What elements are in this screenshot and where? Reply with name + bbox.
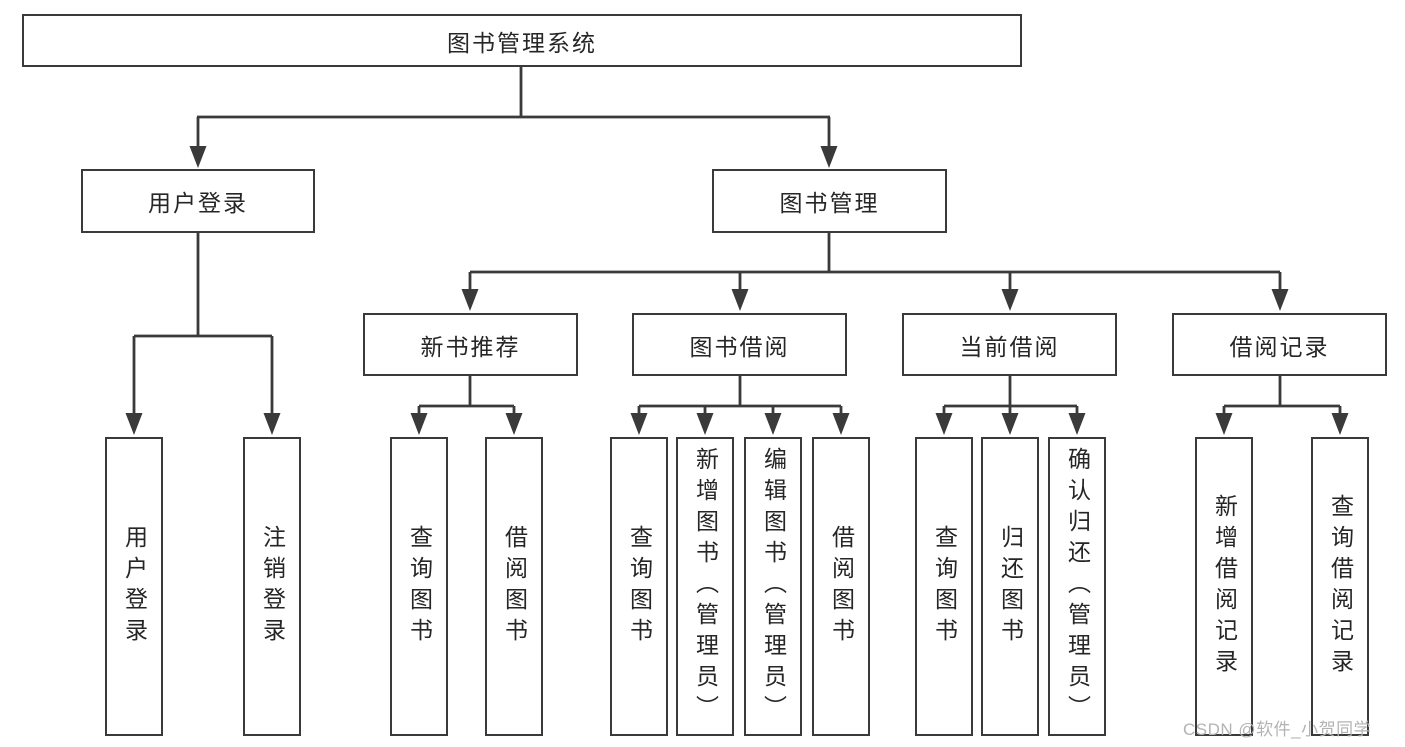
arrowhead-icon	[935, 413, 953, 435]
arrowhead-icon	[263, 413, 281, 435]
node-user-login-label: 用户登录	[148, 190, 248, 216]
arrowhead-icon	[1331, 413, 1349, 435]
node-book-borrowing: 图书借阅	[632, 313, 847, 376]
connector-book-management	[461, 233, 1289, 311]
node-book-management: 图书管理	[712, 169, 947, 233]
leaf-query-borrow-record: 查询借阅记录	[1311, 437, 1369, 736]
arrowhead-icon	[764, 413, 782, 435]
connector-borrowing-records	[1215, 376, 1349, 435]
connector-user-login-lines	[132, 233, 274, 418]
connector-book-borrowing	[630, 376, 850, 435]
leaf-logout-label: 注销登录	[259, 524, 286, 649]
node-user-login: 用户登录	[81, 169, 315, 233]
node-root-label: 图书管理系统	[447, 29, 597, 56]
leaf-logout: 注销登录	[243, 437, 301, 736]
node-new-book-recommend: 新书推荐	[363, 313, 578, 376]
leaf-borrow-books-borrowing-label: 借阅图书	[828, 524, 855, 649]
arrowhead-icon	[1215, 413, 1233, 435]
connector-current-borrowing-lines	[942, 376, 1079, 417]
connector-root	[189, 66, 838, 168]
leaf-query-borrow-record-label: 查询借阅记录	[1327, 493, 1354, 680]
leaf-query-books-borrowing-label: 查询图书	[626, 524, 653, 649]
leaf-add-books-admin: 新增图书（管理员）	[676, 437, 734, 736]
node-root: 图书管理系统	[22, 14, 1022, 67]
leaf-query-books-current: 查询图书	[915, 437, 973, 736]
connector-user-login	[125, 233, 281, 435]
leaf-borrow-books-borrowing: 借阅图书	[812, 437, 870, 736]
arrowhead-icon	[1001, 289, 1019, 311]
node-new-book-recommend-label: 新书推荐	[420, 333, 521, 360]
arrowhead-icon	[189, 146, 207, 168]
arrowhead-icon	[820, 146, 838, 168]
leaf-user-login: 用户登录	[105, 437, 163, 736]
leaf-return-books: 归还图书	[981, 437, 1039, 736]
leaf-borrow-books-recommend: 借阅图书	[485, 437, 543, 736]
leaf-edit-books-admin-label: 编辑图书（管理员）	[760, 447, 787, 726]
arrowhead-icon	[696, 413, 714, 435]
leaf-query-books-recommend-label: 查询图书	[406, 524, 433, 649]
arrowhead-icon	[731, 289, 749, 311]
csdn-watermark: CSDN @软件_小贺同学	[1183, 720, 1372, 739]
arrowhead-icon	[1271, 289, 1289, 311]
connector-root-lines	[196, 66, 831, 150]
arrowhead-icon	[1068, 413, 1086, 435]
leaf-add-borrow-record: 新增借阅记录	[1195, 437, 1253, 736]
arrowhead-icon	[410, 413, 428, 435]
node-current-borrowing-label: 当前借阅	[959, 333, 1060, 360]
connector-borrowing-records-lines	[1222, 376, 1342, 417]
leaf-add-borrow-record-label: 新增借阅记录	[1211, 493, 1238, 680]
arrowhead-icon	[832, 413, 850, 435]
node-current-borrowing: 当前借阅	[902, 313, 1117, 376]
leaf-user-login-label: 用户登录	[121, 524, 148, 649]
leaf-confirm-return-admin-label: 确认归还（管理员）	[1064, 447, 1091, 726]
node-book-borrowing-label: 图书借阅	[689, 333, 790, 360]
arrowhead-icon	[1001, 413, 1019, 435]
leaf-query-books-current-label: 查询图书	[931, 524, 958, 649]
leaf-add-books-admin-label: 新增图书（管理员）	[692, 447, 719, 726]
connector-book-management-lines	[468, 233, 1282, 292]
leaf-return-books-label: 归还图书	[997, 524, 1024, 649]
connector-new-book-recommend	[410, 376, 523, 435]
leaf-edit-books-admin: 编辑图书（管理员）	[744, 437, 802, 736]
node-borrowing-records-label: 借阅记录	[1229, 333, 1330, 360]
connector-new-book-recommend-lines	[417, 376, 516, 417]
leaf-query-books-recommend: 查询图书	[390, 437, 448, 736]
arrowhead-icon	[125, 413, 143, 435]
node-book-management-label: 图书管理	[779, 190, 880, 216]
leaf-confirm-return-admin: 确认归还（管理员）	[1048, 437, 1106, 736]
arrowhead-icon	[630, 413, 648, 435]
connector-book-borrowing-lines	[637, 376, 843, 417]
leaf-borrow-books-recommend-label: 借阅图书	[501, 524, 528, 649]
arrowhead-icon	[461, 289, 479, 311]
leaf-query-books-borrowing: 查询图书	[610, 437, 668, 736]
arrowhead-icon	[505, 413, 523, 435]
connector-current-borrowing	[935, 376, 1086, 435]
node-borrowing-records: 借阅记录	[1172, 313, 1387, 376]
